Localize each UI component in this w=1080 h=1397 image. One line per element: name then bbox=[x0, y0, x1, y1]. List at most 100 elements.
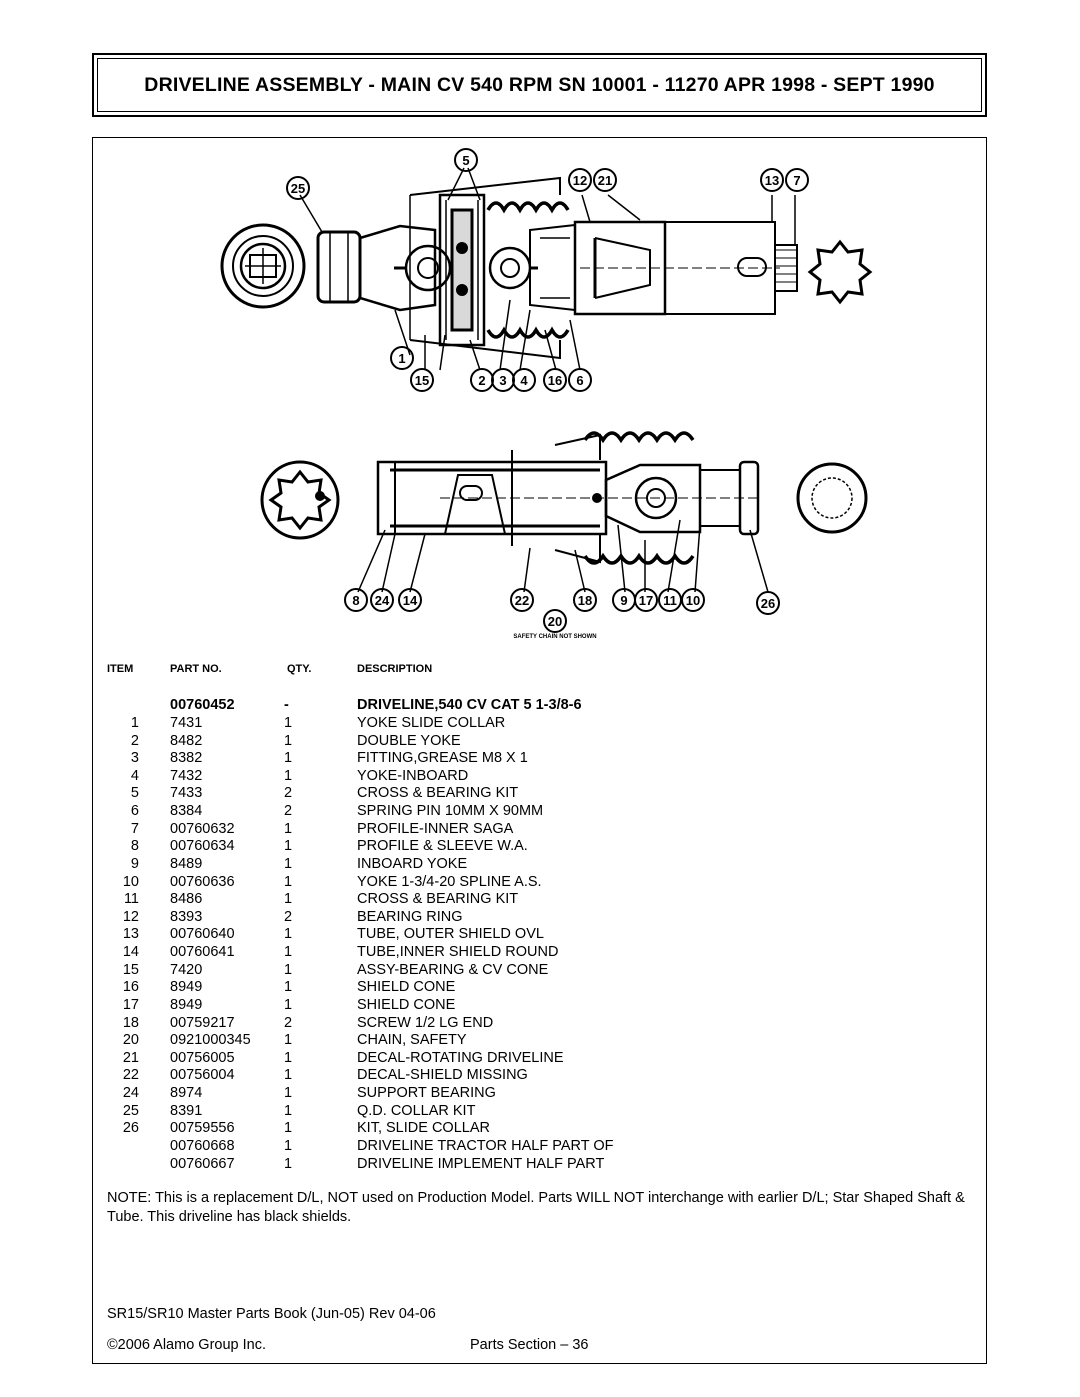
callout-8: 8 bbox=[352, 593, 359, 608]
description: TUBE, OUTER SHIELD OVL bbox=[357, 926, 544, 943]
part-number: 7431 bbox=[170, 715, 203, 731]
title-inner-border: DRIVELINE ASSEMBLY - MAIN CV 540 RPM SN … bbox=[97, 58, 982, 112]
header-part-no: PART NO. bbox=[170, 663, 222, 675]
part-number: 7432 bbox=[170, 767, 203, 784]
item-number: 22 bbox=[122, 1067, 139, 1084]
part-number: 7433 bbox=[170, 785, 203, 802]
part-number: 8486 bbox=[170, 891, 203, 908]
part-number: 8974 bbox=[170, 1085, 203, 1102]
quantity: 1 bbox=[284, 838, 293, 855]
callout-24: 24 bbox=[375, 593, 390, 608]
header-item: ITEM bbox=[107, 663, 134, 675]
description: YOKE SLIDE COLLAR bbox=[357, 715, 506, 731]
description: INBOARD YOKE bbox=[357, 855, 468, 872]
item-number: 13 bbox=[122, 926, 139, 943]
item-number: 6 bbox=[130, 803, 139, 820]
content-frame bbox=[92, 137, 987, 1364]
item-number: 4 bbox=[130, 767, 139, 784]
quantity: 1 bbox=[284, 715, 293, 731]
item-number: 24 bbox=[122, 1085, 139, 1102]
item-number: 21 bbox=[122, 1049, 139, 1066]
description: CROSS & BEARING KIT bbox=[357, 785, 519, 802]
callout-15: 15 bbox=[415, 373, 429, 388]
part-number: 00760640 bbox=[170, 926, 235, 943]
safety-chain-note: SAFETY CHAIN NOT SHOWN bbox=[513, 634, 596, 640]
quantity: 1 bbox=[284, 891, 293, 908]
quantity: 2 bbox=[284, 1014, 293, 1031]
description: DECAL-SHIELD MISSING bbox=[357, 1067, 528, 1084]
description: SPRING PIN 10MM X 90MM bbox=[357, 803, 544, 820]
quantity: 1 bbox=[284, 1049, 293, 1066]
quantity: 1 bbox=[284, 1120, 293, 1137]
callout-17: 17 bbox=[639, 593, 653, 608]
note-text: NOTE: This is a replacement D/L, NOT use… bbox=[107, 1190, 965, 1225]
quantity: 2 bbox=[284, 803, 293, 820]
callout-6: 6 bbox=[576, 373, 583, 388]
part-number: 00760668 bbox=[170, 1137, 235, 1154]
description: FITTING,GREASE M8 X 1 bbox=[357, 750, 528, 767]
bottom-assembly-drawing bbox=[260, 431, 868, 633]
callout-5: 5 bbox=[462, 153, 469, 168]
quantity: 2 bbox=[284, 785, 293, 802]
item-number: 16 bbox=[122, 979, 139, 996]
callout-12: 12 bbox=[573, 173, 587, 188]
quantity: 2 bbox=[284, 908, 293, 925]
part-number: 8949 bbox=[170, 979, 203, 996]
part-number: 00756004 bbox=[170, 1067, 235, 1084]
part-number: 00759217 bbox=[170, 1014, 235, 1031]
header-description: DESCRIPTION bbox=[357, 663, 433, 675]
callout-9: 9 bbox=[620, 593, 627, 608]
part-number: 8482 bbox=[170, 732, 203, 749]
callout-11: 11 bbox=[663, 593, 677, 608]
item-number: 2 bbox=[130, 732, 139, 749]
item-number: 1 bbox=[130, 715, 139, 731]
quantity: 1 bbox=[284, 855, 293, 872]
part-number: 8382 bbox=[170, 750, 203, 767]
part-number: 00760636 bbox=[170, 873, 235, 890]
description: SUPPORT BEARING bbox=[357, 1085, 496, 1102]
part-number: 8384 bbox=[170, 803, 203, 820]
part-number: 0921000345 bbox=[170, 1032, 251, 1049]
footer-book: SR15/SR10 Master Parts Book (Jun-05) Rev… bbox=[107, 1306, 436, 1322]
item-number: 12 bbox=[122, 908, 139, 925]
part-number: 00760667 bbox=[170, 1155, 235, 1172]
callout-25: 25 bbox=[291, 181, 305, 196]
callout-26: 26 bbox=[761, 596, 775, 611]
quantity: 1 bbox=[284, 1085, 293, 1102]
footer-section: Parts Section – 36 bbox=[470, 1337, 589, 1353]
callout-3: 3 bbox=[499, 373, 506, 388]
description: SHIELD CONE bbox=[357, 996, 456, 1013]
description: PROFILE-INNER SAGA bbox=[357, 820, 514, 837]
quantity: 1 bbox=[284, 979, 293, 996]
description: BEARING RING bbox=[357, 908, 463, 925]
top-assembly-drawing bbox=[220, 148, 873, 392]
title-box: DRIVELINE ASSEMBLY - MAIN CV 540 RPM SN … bbox=[92, 53, 987, 117]
quantity: 1 bbox=[284, 1137, 293, 1154]
part-number: 8393 bbox=[170, 908, 203, 925]
quantity: 1 bbox=[284, 873, 293, 890]
description: Q.D. COLLAR KIT bbox=[357, 1102, 476, 1119]
part-number: 7420 bbox=[170, 961, 203, 978]
quantity: 1 bbox=[284, 1032, 293, 1049]
description: DECAL-ROTATING DRIVELINE bbox=[357, 1049, 564, 1066]
description: PROFILE & SLEEVE W.A. bbox=[357, 838, 528, 855]
item-number: 5 bbox=[130, 785, 139, 802]
description: KIT, SLIDE COLLAR bbox=[357, 1120, 490, 1137]
item-number: 9 bbox=[130, 855, 139, 872]
item-number: 15 bbox=[122, 961, 139, 978]
description: DRIVELINE TRACTOR HALF PART OF bbox=[357, 1137, 614, 1154]
part-number: 00759556 bbox=[170, 1120, 235, 1137]
quantity: 1 bbox=[284, 767, 293, 784]
assembly-part-no: 00760452 bbox=[170, 697, 235, 713]
driveline-diagram: 5 25 12 21 13 7 1 15 2 3 4 16 6 8 24 14 … bbox=[220, 148, 873, 640]
callout-7: 7 bbox=[793, 173, 800, 188]
description: ASSY-BEARING & CV CONE bbox=[357, 961, 549, 978]
description: TUBE,INNER SHIELD ROUND bbox=[357, 944, 559, 961]
item-number: 7 bbox=[130, 820, 139, 837]
part-number: 00760641 bbox=[170, 944, 235, 961]
item-number: 17 bbox=[122, 996, 139, 1013]
part-number: 8391 bbox=[170, 1102, 203, 1119]
description: DRIVELINE IMPLEMENT HALF PART bbox=[357, 1155, 605, 1172]
item-number: 26 bbox=[122, 1120, 139, 1137]
description: YOKE-INBOARD bbox=[357, 767, 469, 784]
